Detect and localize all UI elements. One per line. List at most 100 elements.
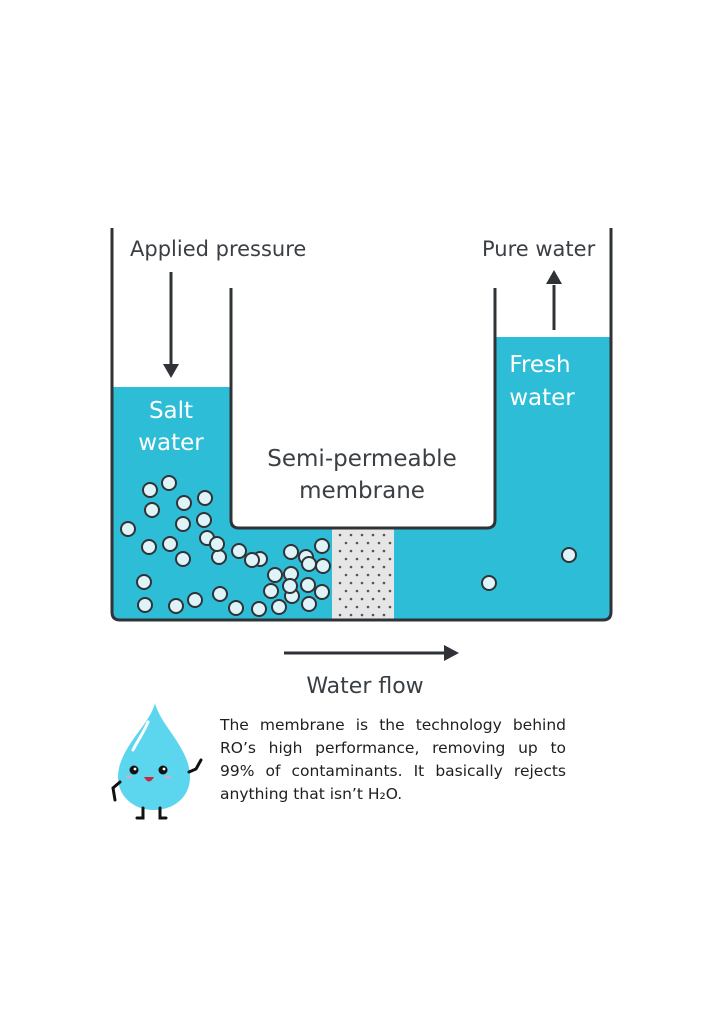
caption-text: The membrane is the technology behind RO… <box>220 716 566 803</box>
right-arm <box>187 758 203 774</box>
membrane-pore <box>349 533 353 537</box>
membrane-pore <box>338 565 342 569</box>
right-leg <box>158 806 168 820</box>
membrane-pore <box>371 549 375 553</box>
membrane-pore <box>338 581 342 585</box>
applied-pressure-label: Applied pressure <box>130 237 306 261</box>
drop-highlight <box>131 720 150 752</box>
salt-particle <box>141 539 157 555</box>
membrane-pore <box>366 573 370 577</box>
membrane-pore <box>371 613 375 617</box>
left-eye <box>129 765 139 775</box>
salt-particle <box>187 592 203 608</box>
membrane-label-1: Semi-permeable <box>267 446 456 472</box>
salt-particle <box>301 596 317 612</box>
salt-particle <box>196 512 212 528</box>
salt-particle <box>228 600 244 616</box>
membrane-pore <box>349 597 353 601</box>
salt-particle <box>212 586 228 602</box>
membrane-pore <box>388 589 392 593</box>
membrane-pore <box>371 597 375 601</box>
fresh-water-label-2: water <box>509 385 575 411</box>
membrane-pore <box>388 541 392 545</box>
arrow-right-icon <box>444 645 459 661</box>
membrane-pore <box>338 613 342 617</box>
membrane-pore <box>382 581 386 585</box>
salt-particle <box>197 490 213 506</box>
membrane-pore <box>388 573 392 577</box>
membrane-label-2: membrane <box>299 478 425 504</box>
outer-vessel <box>110 228 613 622</box>
membrane-pore <box>349 549 353 553</box>
membrane-pore <box>355 605 359 609</box>
membrane-pore <box>382 533 386 537</box>
salt-particle <box>315 558 331 574</box>
salt-particle <box>301 556 317 572</box>
salt-particle <box>314 538 330 554</box>
membrane-pore <box>355 573 359 577</box>
salt-particle <box>271 599 287 615</box>
membrane-pore <box>371 533 375 537</box>
salt-particle <box>267 567 283 583</box>
membrane-pore <box>349 581 353 585</box>
membrane-pore <box>360 549 364 553</box>
salt-particle <box>263 583 279 599</box>
membrane-pores <box>338 533 392 617</box>
membrane-pore <box>388 557 392 561</box>
membrane-pore <box>344 589 348 593</box>
membrane-pore <box>371 565 375 569</box>
membrane-pore <box>349 565 353 569</box>
salt-water-label-1: Salt <box>149 398 193 424</box>
salt-particle <box>231 543 247 559</box>
salt-particle <box>162 536 178 552</box>
fresh-water-particle <box>561 547 577 563</box>
membrane-pore <box>377 573 381 577</box>
membrane-pore <box>360 533 364 537</box>
salt-particle <box>300 577 316 593</box>
salt-particle <box>283 544 299 560</box>
salt-particle <box>175 516 191 532</box>
membrane-pore <box>366 605 370 609</box>
membrane-pore <box>349 613 353 617</box>
fresh-water-label-1: Fresh <box>509 352 570 378</box>
membrane-pore <box>338 533 342 537</box>
membrane-pore <box>382 549 386 553</box>
membrane-pore <box>344 573 348 577</box>
membrane-pore <box>344 605 348 609</box>
salt-particle <box>137 597 153 613</box>
right-eye <box>158 765 168 775</box>
water-drop-mascot <box>111 703 203 820</box>
salt-water-label-2: water <box>138 430 204 456</box>
membrane-pore <box>382 597 386 601</box>
membrane-pore <box>344 541 348 545</box>
arrow-up-icon <box>546 270 562 284</box>
salt-particle <box>209 536 225 552</box>
fresh-water-particle <box>481 575 497 591</box>
salt-particle <box>282 578 298 594</box>
salt-particle <box>142 482 158 498</box>
membrane-pore <box>360 613 364 617</box>
membrane-pore <box>355 557 359 561</box>
membrane-pore <box>338 549 342 553</box>
membrane-pore <box>366 589 370 593</box>
membrane-pore <box>360 581 364 585</box>
salt-particle <box>161 475 177 491</box>
salt-particle <box>251 601 267 617</box>
salt-particle <box>144 502 160 518</box>
membrane-pore <box>377 605 381 609</box>
membrane-pore <box>377 541 381 545</box>
membrane-pore <box>382 565 386 569</box>
salt-particle <box>211 549 227 565</box>
membrane-pore <box>377 557 381 561</box>
membrane-pore <box>360 565 364 569</box>
salt-particles <box>120 475 577 617</box>
mouth <box>144 777 154 782</box>
membrane-pore <box>338 597 342 601</box>
salt-particle <box>136 574 152 590</box>
membrane-pore <box>344 557 348 561</box>
water-flow-label: Water flow <box>306 674 423 699</box>
semi-permeable-membrane <box>332 528 394 620</box>
arrow-down-icon <box>163 364 179 378</box>
membrane-pore <box>382 613 386 617</box>
